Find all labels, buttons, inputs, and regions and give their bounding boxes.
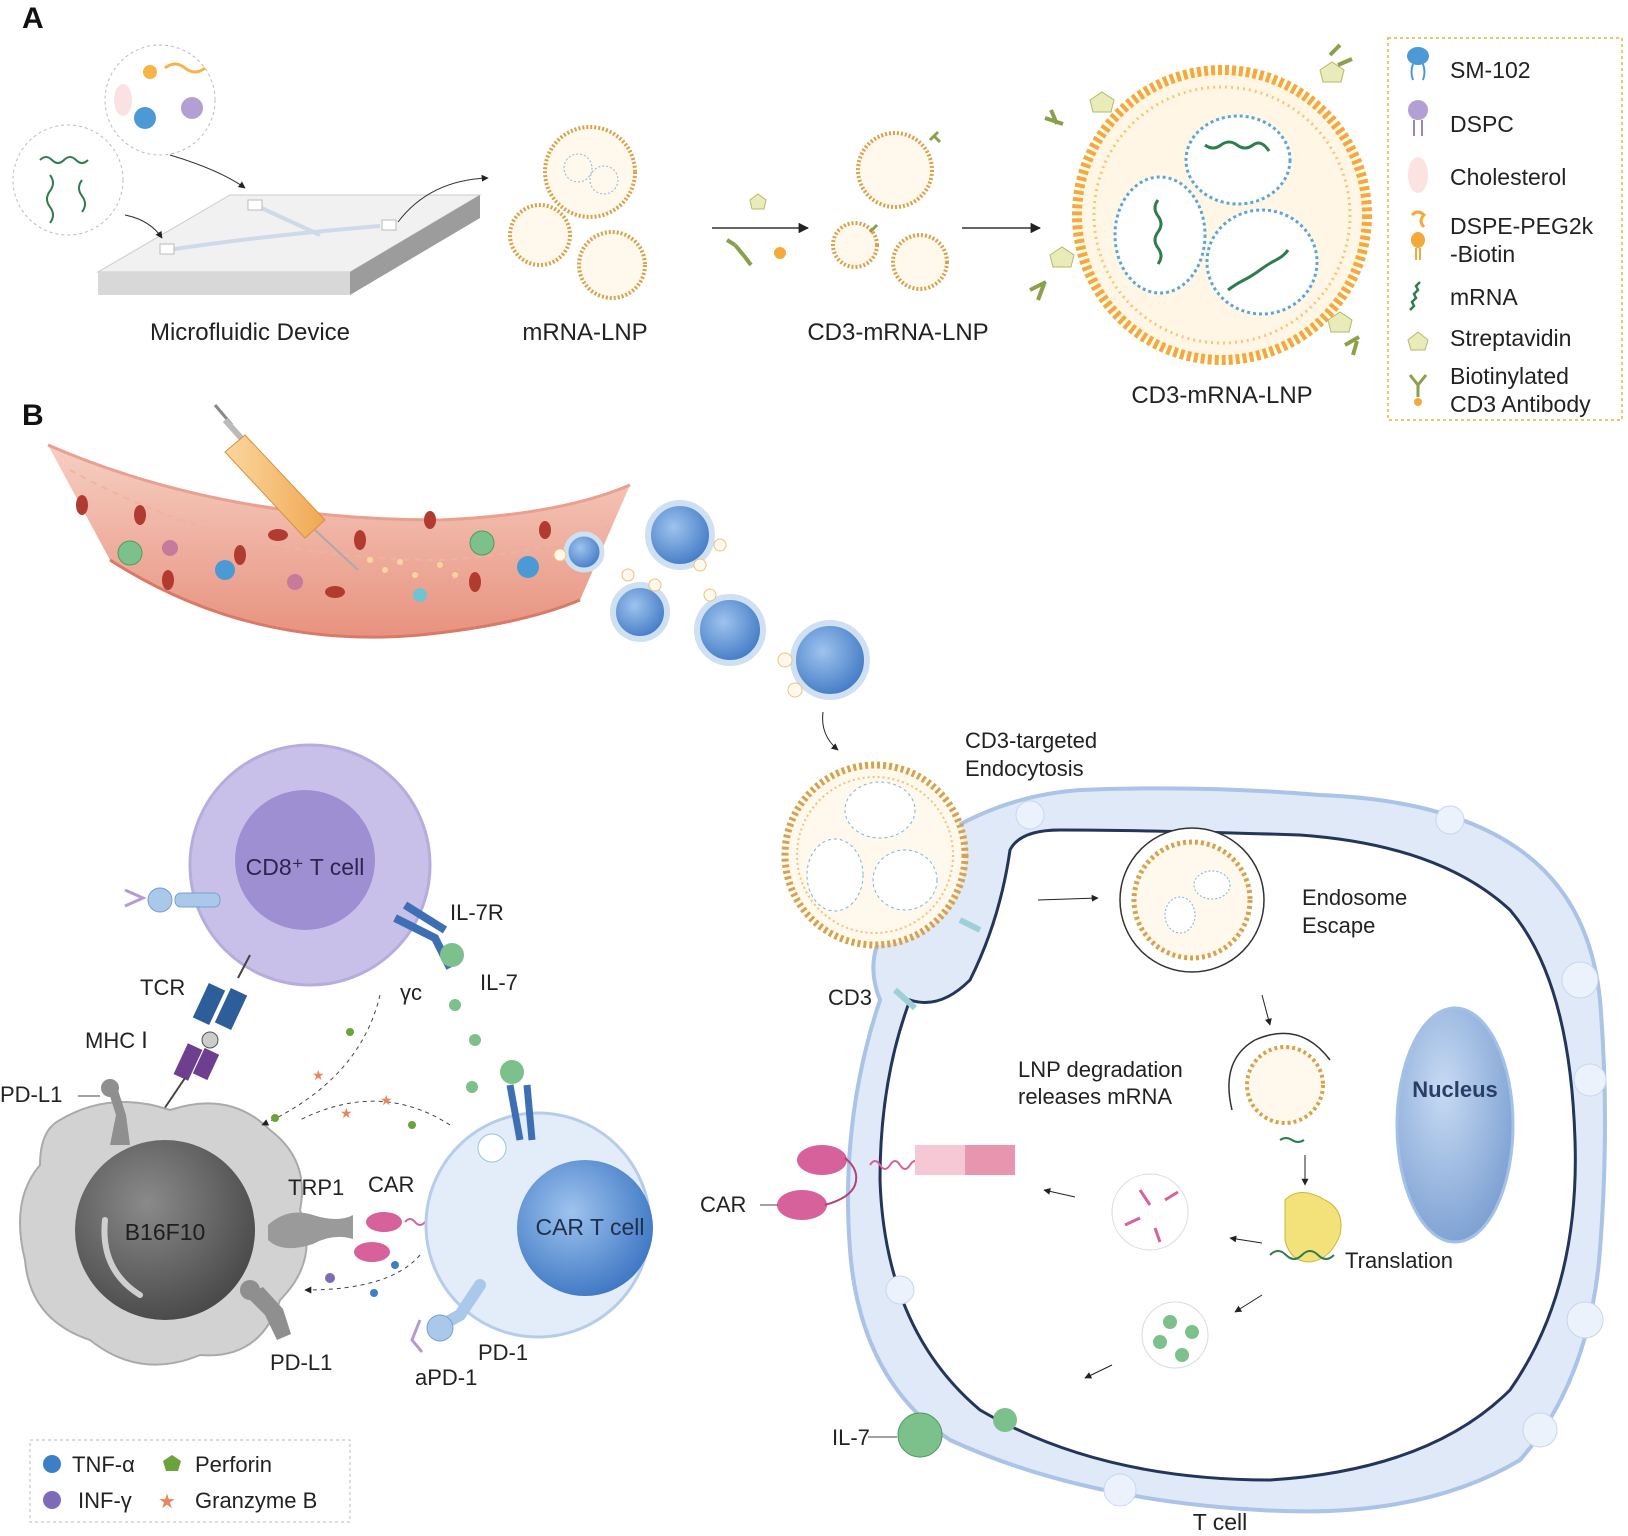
legend-a-label-6: Biotinylated (1450, 363, 1569, 389)
svg-text:★: ★ (340, 1106, 353, 1122)
legend-a-label-6b: CD3 Antibody (1450, 391, 1591, 417)
granzyme-star-icon: ★ (158, 1489, 176, 1513)
legend-a-label-0: SM-102 (1450, 57, 1531, 83)
svg-text:★: ★ (312, 1068, 325, 1084)
flow-arrow-car-1 (1229, 1235, 1263, 1244)
cytokine-trails: ★ ★ ★ (261, 994, 451, 1297)
car-label-right: CAR (700, 1192, 746, 1217)
inf-gamma-dot-icon (43, 1491, 61, 1509)
legend-b-label-2: INF-γ (78, 1488, 132, 1513)
stage-label-mrna-lnp: mRNA-LNP (522, 319, 647, 346)
gamma-c-label: γc (400, 980, 422, 1005)
flow-arrow-degradation (1261, 994, 1272, 1026)
apd1-label: aPD-1 (415, 1365, 477, 1390)
tnf-alpha-dot-icon (43, 1455, 61, 1473)
legend-a-label-4: mRNA (1450, 284, 1518, 310)
legend-b-label-0: TNF-α (72, 1452, 135, 1477)
streptavidin-icon (1407, 331, 1429, 351)
cholesterol-icon (1408, 157, 1428, 193)
endosome-escape-label-2: Escape (1302, 913, 1375, 938)
pdl1-upper (101, 1079, 130, 1145)
flow-arrow-il7-1 (1234, 1294, 1263, 1313)
car-t-cell-label: CAR T cell (535, 1214, 644, 1240)
degrading-lnp (1228, 1032, 1331, 1143)
perforin-pentagon-icon (163, 1455, 181, 1471)
pd1-apd1-car-t (410, 1279, 486, 1353)
svg-text:★: ★ (380, 1093, 393, 1109)
nucleus (1395, 1006, 1515, 1244)
endosome (1119, 827, 1265, 973)
cd3-mrna-lnp-group (831, 130, 949, 291)
legend-panel-b: TNF-α Perforin INF-γ ★ Granzyme B (29, 1439, 351, 1523)
translation-label: Translation (1345, 1248, 1453, 1273)
flow-arrow-car-2 (1043, 1187, 1076, 1198)
legend-a-label-3: DSPE-PEG2k (1450, 213, 1594, 239)
car-protein-vesicle (1111, 1173, 1189, 1251)
flow-arrow-il7-2 (1084, 1364, 1113, 1379)
panel-a-label: A (22, 2, 44, 35)
il7-label-left: IL-7 (480, 970, 518, 995)
flow-arrow-endosome (1037, 894, 1099, 902)
b16f10-tumor-cell (19, 1101, 308, 1366)
il7-molecule-large (897, 1412, 943, 1458)
il7-receptor (393, 901, 464, 970)
pdl1-label-lower: PD-L1 (270, 1350, 332, 1375)
flow-arrow-endocytosis (822, 711, 839, 751)
mrna-lnp-group (508, 125, 647, 300)
tcr-label: TCR (140, 975, 185, 1000)
pd1-label: PD-1 (478, 1340, 528, 1365)
legend-b-label-3: Granzyme B (195, 1488, 317, 1513)
cd8-t-cell-label: CD8⁺ T cell (246, 854, 365, 880)
b16f10-label: B16F10 (125, 1219, 206, 1245)
dspe-peg-biotin-icon (1410, 210, 1427, 260)
t-cells-with-lnps (553, 500, 870, 700)
nucleus-label: Nucleus (1412, 1077, 1498, 1102)
pdl1-label-upper: PD-L1 (0, 1082, 62, 1107)
car-label-left: CAR (368, 1172, 414, 1197)
stage-label-microfluidic: Microfluidic Device (150, 319, 350, 346)
trp1-label: TRP1 (288, 1175, 344, 1200)
pdl1-lower (240, 1280, 291, 1340)
il7-receptor-car-t (500, 1060, 536, 1141)
car-receptor-membrane (777, 1145, 1015, 1220)
mrna-icon (1409, 281, 1421, 311)
endocytosis-label-1: CD3-targeted (965, 728, 1097, 753)
large-cd3-mrna-lnp (1029, 43, 1372, 365)
sm102-lipid-icon (1407, 47, 1429, 81)
ribosome-icon (1269, 1192, 1342, 1263)
legend-panel-a: SM-102 DSPC Cholesterol DSPE-PEG2k -Biot… (1387, 37, 1623, 421)
stage-label-large-lnp: CD3-mRNA-LNP (1131, 382, 1312, 409)
legend-a-label-3b: -Biotin (1450, 241, 1515, 267)
mhc-label: MHC Ⅰ (85, 1028, 148, 1053)
legend-b-label-1: Perforin (195, 1452, 272, 1477)
endosome-escape-label-1: Endosome (1302, 885, 1407, 910)
t-cell-body (846, 786, 1607, 1514)
il7-label-right: IL-7 (832, 1425, 870, 1450)
blood-vessel (47, 443, 631, 639)
il7-dots (449, 999, 481, 1093)
pd1-antibody-cd8 (124, 887, 221, 913)
lnp-endocytosis (781, 761, 982, 1011)
conjugation-arrow (712, 193, 810, 267)
lnp-degradation-label-1: LNP degradation (1018, 1057, 1183, 1082)
il7-vesicle (1141, 1301, 1209, 1369)
t-cell-label: T cell (1193, 1509, 1248, 1535)
lnp-degradation-label-2: releases mRNA (1018, 1084, 1172, 1109)
tcr-mhc-complex (157, 954, 251, 1119)
dspc-lipid-icon (1408, 100, 1428, 136)
stage-label-cd3-lnp: CD3-mRNA-LNP (807, 319, 988, 346)
cd3-label: CD3 (828, 985, 872, 1010)
cd8-t-cell (188, 743, 432, 987)
cd3-antibody-icon (1408, 374, 1428, 406)
endocytosis-label-2: Endocytosis (965, 756, 1084, 781)
syringe-icon (213, 404, 359, 571)
legend-a-label-2: Cholesterol (1450, 164, 1566, 190)
legend-a-label-1: DSPC (1450, 111, 1514, 137)
il7r-label: IL-7R (450, 900, 504, 925)
panel-b-label: B (22, 399, 44, 432)
il7-molecule-small (993, 1408, 1017, 1432)
microfluidic-device (12, 44, 489, 295)
legend-a-label-5: Streptavidin (1450, 325, 1571, 351)
